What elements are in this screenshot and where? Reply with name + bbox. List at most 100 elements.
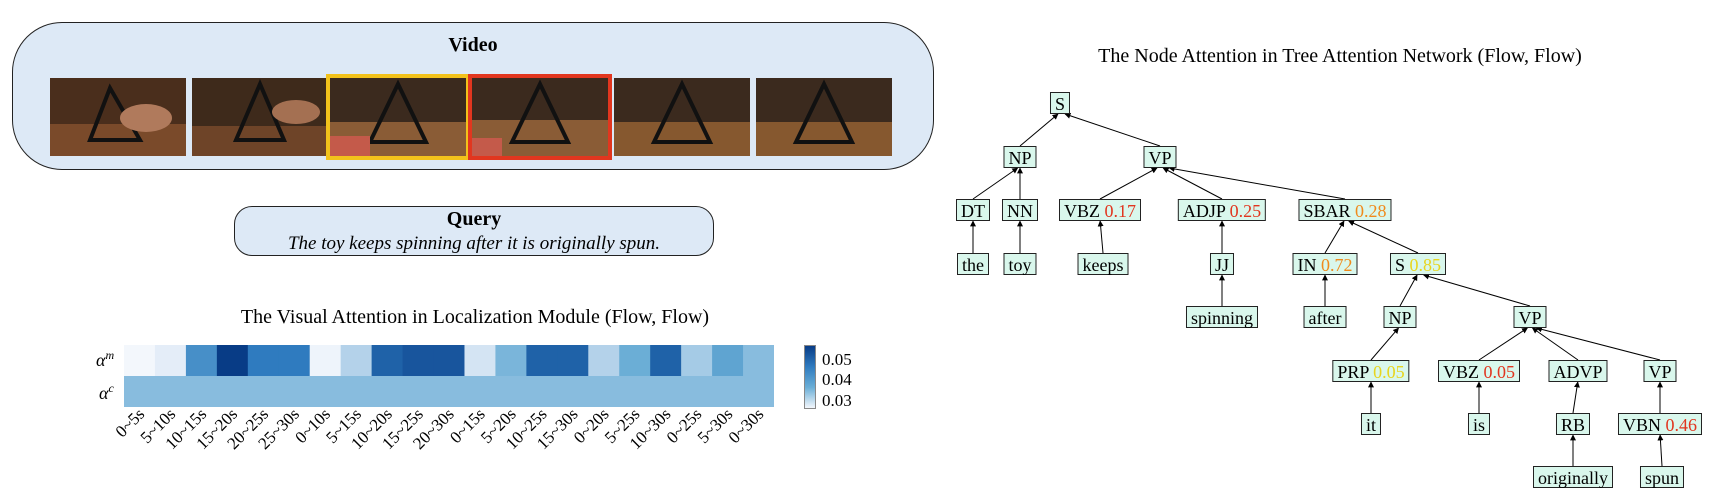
heatmap-cell [185,345,218,376]
heatmap-cell [495,345,527,376]
tree-node-score: 0.05 [1368,362,1405,382]
tree-edge [1572,381,1580,414]
heatmap-cell [681,345,713,376]
tree-node-label: SBAR [1303,201,1351,221]
video-frame-3 [326,74,470,160]
tree-node-s: S [1049,92,1071,114]
tree-node-label: DT [961,201,985,221]
heatmap-cell [712,345,744,376]
heatmap-cell [124,345,156,376]
heatmap-cell [124,376,156,407]
tree-node-label: S [1394,255,1406,275]
heatmap-cell [495,376,527,407]
tree-node-label: RB [1560,415,1586,435]
tree-node-label: VBN [1622,415,1662,435]
tree-node-score: 0.28 [1350,201,1387,221]
tree-edge [1168,165,1346,200]
tree-node-label: spun [1644,468,1680,488]
tree-edge [1064,112,1161,147]
tree-node-label: is [1472,415,1486,435]
tree-node-score: 0.17 [1100,201,1137,221]
tree-node-label: VP [1518,308,1542,328]
query-label: Query [446,208,502,230]
tree-edge [1535,326,1661,361]
tree-node-score: 0.25 [1225,201,1262,221]
tree-edge [1324,220,1345,254]
heatmap-cell [278,376,311,407]
tree-node-advp: ADVP [1548,360,1608,382]
tree-node-score: 0.46 [1661,415,1698,435]
heatmap-cell [154,376,187,407]
tree-edge [1162,167,1223,200]
tree-node-label: VP [1148,148,1172,168]
tree-node-label: IN [1297,255,1317,275]
tree-node-vbn: VBN 0.46 [1617,413,1703,435]
heatmap-cell [619,376,651,407]
heatmap-cell [588,345,620,376]
heatmap-cell [557,345,589,376]
tree-node-label: keeps [1082,255,1124,275]
video-frame-6 [756,78,892,156]
heatmap-cell [650,345,682,376]
tree-node-toy: toy [1003,253,1037,275]
heatmap-cell [526,376,558,407]
heatmap-cell [743,376,774,407]
tree-node-originally: originally [1533,466,1613,488]
video-title: Video [448,34,498,56]
heatmap-cell [557,376,589,407]
row-label-alpha-m: αm [96,348,115,370]
tree-node-s2: S 0.85 [1389,253,1447,275]
row-label-alpha-c: αc [99,381,114,403]
tree-node-nn: NN [1002,199,1038,221]
heatmap-cell [309,345,342,376]
tree-edge [1423,273,1531,307]
heatmap-cell [464,345,496,376]
tree-edge [1019,113,1059,147]
tree-edge [1531,327,1579,361]
tree-title: The Node Attention in Tree Attention Net… [1098,45,1582,67]
tree-node-in: IN 0.72 [1292,253,1358,275]
tree-node-label: VBZ [1443,362,1479,382]
heatmap-cell [185,376,218,407]
heatmap-cell [743,345,774,376]
tree-node-np2: NP [1383,306,1417,328]
tree-node-after: after [1303,306,1347,328]
tree-edge [1097,220,1104,254]
tree-node-jj: JJ [1209,253,1235,275]
tree-node-score: 0.05 [1479,362,1516,382]
heatmap-cell [216,345,249,376]
tree-edge [1657,434,1664,467]
video-frame-5 [614,78,750,156]
tree-edge [1399,274,1418,307]
tree-node-label: NP [1388,308,1412,328]
heatmap-cell [154,345,187,376]
heatmap-cell [433,345,465,376]
tree-node-label: toy [1008,255,1032,275]
tree-node-vbz2: VBZ 0.05 [1438,360,1520,382]
tree-edge [972,167,1019,200]
tree-node-label: ADJP [1182,201,1226,221]
tree-edge [1348,220,1419,254]
tree-edge [1370,327,1399,361]
colorbar-tick: 0.04 [822,370,852,389]
tree-node-label: JJ [1214,255,1230,275]
heatmap-title: The Visual Attention in Localization Mod… [240,306,710,328]
tree-node-label: NP [1008,148,1032,168]
tree-node-keeps: keeps [1077,253,1129,275]
tree-node-spun: spun [1639,466,1685,488]
colorbar-tick: 0.03 [822,391,852,410]
tree-node-score: 0.85 [1405,255,1442,275]
tree-node-label: ADVP [1553,362,1603,382]
tree-node-dt: DT [956,199,990,221]
tree-node-label: S [1054,94,1066,114]
tree-node-vbz1: VBZ 0.17 [1059,199,1141,221]
tree-node-vp3: VP [1643,360,1677,382]
heatmap-cell [216,376,249,407]
heatmap-cell [340,376,373,407]
colorbar-tick: 0.05 [822,350,852,369]
heatmap-cell [433,376,465,407]
tree-node-adjp: ADJP 0.25 [1177,199,1267,221]
tree-node-vp1: VP [1143,146,1177,168]
tree-node-score: 0.72 [1316,255,1353,275]
